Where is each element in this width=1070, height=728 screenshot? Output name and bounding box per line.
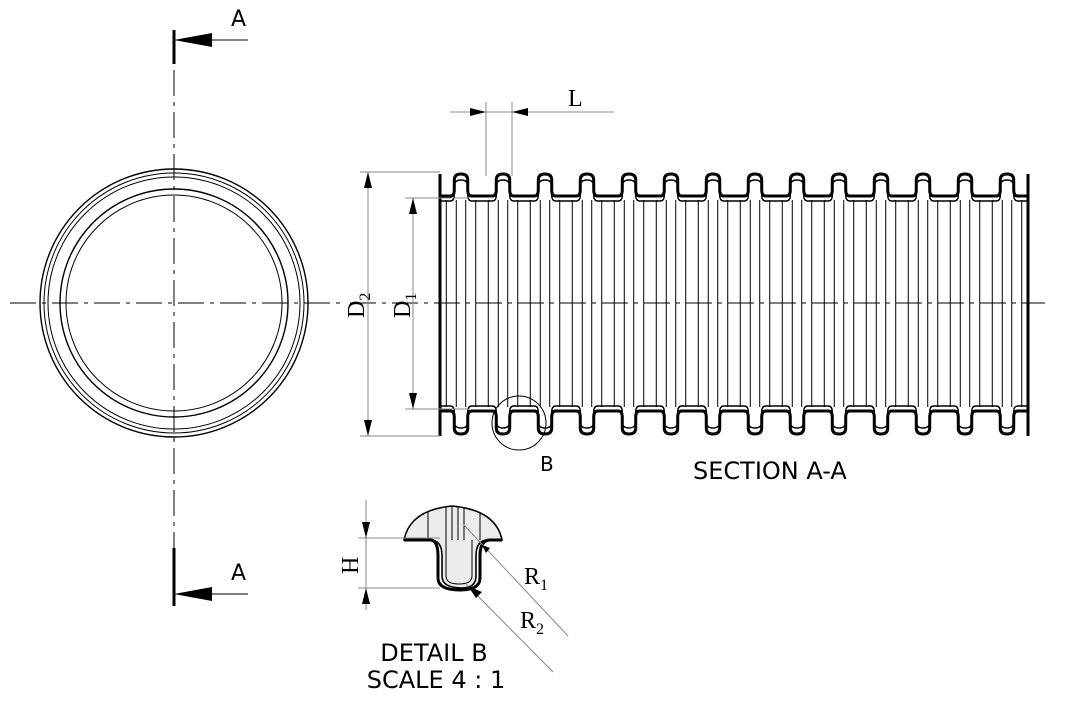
- detail-inner-wall: [445, 540, 473, 585]
- detail-b-callout-label: B: [540, 452, 554, 476]
- section-title: SECTION A-A: [693, 457, 847, 485]
- outer-diameter-dimension: D2: [344, 171, 440, 437]
- detail-scale: SCALE 4 : 1: [367, 666, 505, 694]
- inner-diameter-dimension: D1: [390, 197, 470, 410]
- inner-circle-2: [65, 194, 283, 412]
- corrugation-height-label: H: [338, 557, 364, 574]
- outer-circle-1: [39, 168, 309, 438]
- outer-circle-2: [43, 172, 305, 434]
- section-mark-bottom-label: A: [231, 561, 246, 586]
- section-view: L D2 D1 B SECTION A-A: [344, 86, 1045, 485]
- detail-title: DETAIL B: [380, 639, 487, 667]
- arrow-left-icon: [174, 33, 212, 47]
- section-mark-top-label: A: [231, 7, 246, 32]
- radius-2-label: R2: [520, 608, 544, 638]
- corrugation-height-dimension: H: [338, 500, 440, 610]
- end-view: A A: [10, 7, 340, 606]
- pitch-label: L: [568, 86, 583, 112]
- bottom-corrugated-wall-inner: [440, 405, 1028, 429]
- inner-diameter-label: D1: [390, 293, 420, 318]
- detail-profile-outline: [404, 538, 502, 592]
- detail-b-callout-circle: [491, 395, 547, 451]
- radius-1-label: R1: [524, 564, 548, 594]
- pitch-dimension: L: [450, 86, 614, 176]
- outer-circle-3: [47, 176, 301, 430]
- top-corrugated-wall-inner: [440, 179, 1028, 202]
- bottom-corrugated-wall: [440, 409, 1028, 436]
- outer-diameter-label: D2: [344, 293, 374, 318]
- inner-circle-1: [59, 188, 289, 418]
- detail-b-view: H R1 R2 DETAIL B SCALE 4 : 1: [338, 500, 569, 694]
- section-mark-top: A: [172, 7, 248, 64]
- arrow-left-icon: [174, 587, 212, 601]
- radius-leaders: R1 R2: [462, 523, 569, 673]
- corrugation-rib-lines: [445, 200, 1023, 407]
- section-mark-bottom: A: [172, 548, 248, 606]
- top-corrugated-wall: [440, 172, 1028, 198]
